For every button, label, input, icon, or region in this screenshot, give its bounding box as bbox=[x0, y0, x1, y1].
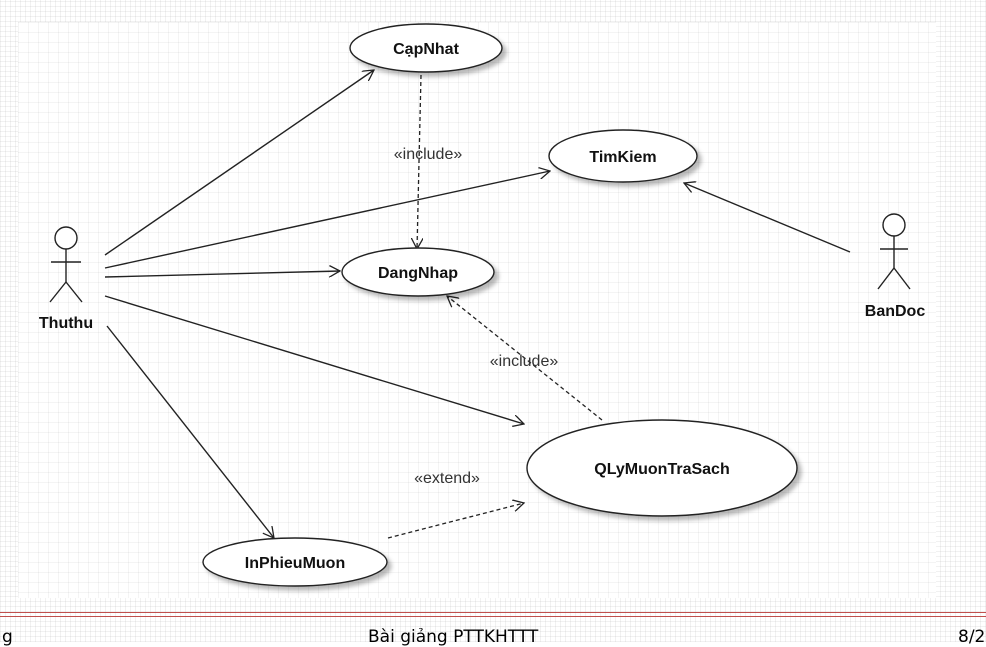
footer-rule-bottom bbox=[0, 616, 986, 617]
assoc-thuthu-capnhat bbox=[104, 70, 374, 256]
use-case-label: DangNhap bbox=[378, 265, 458, 282]
footer-rule-top bbox=[0, 612, 986, 613]
dependencies bbox=[387, 74, 603, 539]
associations bbox=[104, 70, 851, 538]
actor-label-bandoc: BanDoc bbox=[865, 303, 926, 320]
use-case-inphieumuon[interactable]: InPhieuMuon bbox=[202, 537, 388, 587]
assoc-thuthu-dangnhap bbox=[104, 271, 340, 278]
use-case-dangnhap[interactable]: DangNhap bbox=[341, 247, 495, 297]
footer-page-number: 8/2 bbox=[958, 627, 986, 647]
actor-thuthu[interactable] bbox=[49, 226, 83, 303]
include-label-2: «include» bbox=[490, 353, 559, 370]
use-case-capnhat[interactable]: CạpNhat bbox=[349, 23, 503, 73]
include-label-1: «include» bbox=[394, 146, 463, 163]
assoc-bandoc-timkiem bbox=[684, 183, 851, 253]
assoc-thuthu-inphieumuon bbox=[106, 325, 274, 538]
include-qlymuontrasach-dangnhap bbox=[447, 296, 603, 421]
use-case-qlymuontrasach[interactable]: QLyMuonTraSach bbox=[526, 419, 798, 517]
use-case-label: QLyMuonTraSach bbox=[594, 461, 729, 478]
assoc-thuthu-timkiem bbox=[104, 171, 550, 269]
assoc-thuthu-qlymuontrasach bbox=[104, 295, 524, 424]
actor-head-icon bbox=[882, 213, 906, 237]
use-case-label: CạpNhat bbox=[393, 41, 459, 58]
use-case-timkiem[interactable]: TimKiem bbox=[548, 129, 698, 183]
footer-left-text: g bbox=[2, 627, 13, 647]
actor-label-thuthu: Thuthu bbox=[39, 315, 93, 332]
actor-head-icon bbox=[54, 226, 78, 250]
diagram-canvas bbox=[18, 22, 936, 598]
extend-label: «extend» bbox=[414, 470, 480, 487]
actor-bandoc[interactable] bbox=[877, 213, 911, 290]
include-capnhat-dangnhap bbox=[417, 74, 421, 249]
use-case-label: InPhieuMuon bbox=[245, 555, 345, 572]
extend-inphieumuon-qlymuontrasach bbox=[387, 503, 524, 539]
use-case-label: TimKiem bbox=[589, 149, 656, 166]
footer-course-title: Bài giảng PTTKHTTT bbox=[368, 627, 539, 647]
